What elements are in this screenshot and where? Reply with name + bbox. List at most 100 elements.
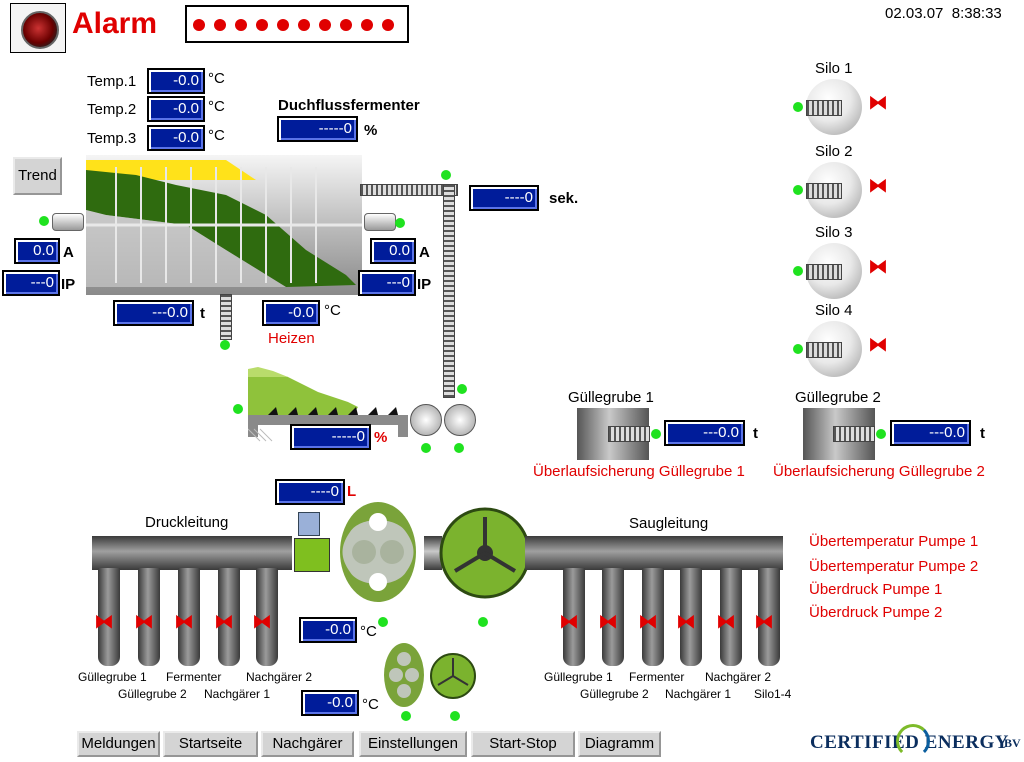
left-motor-icon: [52, 213, 84, 231]
silo3-auger-icon: [806, 264, 842, 280]
saug-valve-icon[interactable]: ⧓: [598, 611, 618, 633]
right-ip-unit: IP: [417, 276, 432, 293]
temp3-value: -0.0: [147, 125, 205, 151]
druck-valve-icon[interactable]: ⧓: [214, 611, 234, 633]
logo-suffix: BV: [1004, 736, 1021, 750]
volume-value: ----0: [275, 479, 345, 505]
silo4-auger-icon: [806, 342, 842, 358]
heat-temp-unit: °C: [324, 302, 341, 319]
druck-valve-icon[interactable]: ⧓: [134, 611, 154, 633]
temp3-unit: °C: [208, 127, 225, 144]
nav-start-stop[interactable]: Start-Stop: [471, 731, 575, 757]
silo4-indicator: [793, 344, 803, 354]
small-pump2-indicator: [450, 711, 460, 721]
druck-valve-icon[interactable]: ⧓: [252, 611, 272, 633]
guellegrube1-overflow-alarm: Überlaufsicherung Güllegrube 1: [533, 463, 745, 480]
discharge-indicator: [220, 340, 230, 350]
flow-unit: %: [364, 122, 378, 139]
saug-outlet-fermenter: Fermenter: [629, 670, 685, 684]
alarm-dot: [361, 19, 373, 31]
flow-meter-icon: [298, 512, 320, 536]
guellegrube1-auger-icon: [608, 426, 650, 442]
flow-meter-body-icon: [294, 538, 330, 572]
druck-outlet-pipe: [138, 568, 160, 666]
saug-outlet-pipe: [563, 568, 585, 666]
nav-einstellungen[interactable]: Einstellungen: [359, 731, 467, 757]
company-logo: CERTIFIED ENERGY BV: [810, 722, 1022, 762]
feeder-level-unit: %: [374, 429, 388, 446]
temp1-value: -0.0: [147, 68, 205, 94]
silo1-valve-icon[interactable]: ⧓: [868, 92, 888, 114]
temp2-value: -0.0: [147, 96, 205, 122]
left-ip-value: ---0: [2, 270, 60, 296]
nav-meldungen[interactable]: Meldungen: [77, 731, 160, 757]
guellegrube2-overflow-alarm: Überlaufsicherung Güllegrube 2: [773, 463, 985, 480]
saug-outlet-pipe: [680, 568, 702, 666]
flow-value: -----0: [277, 116, 358, 142]
saug-outlet-guellegrube2: Güllegrube 2: [580, 687, 649, 701]
silo2-indicator: [793, 185, 803, 195]
nav-nachgaerer[interactable]: Nachgärer: [261, 731, 354, 757]
druck-outlet-pipe: [98, 568, 120, 666]
left-current-value: 0.0: [14, 238, 60, 264]
guellegrube1-unit: t: [753, 425, 758, 442]
pump1-temp-value: -0.0: [299, 617, 357, 643]
small-pump1-indicator: [401, 711, 411, 721]
alarm-dot: [214, 19, 226, 31]
feeder-roller-1-icon: [410, 404, 442, 436]
saug-outlet-pipe: [758, 568, 780, 666]
logo-leaf-icon: [896, 724, 930, 758]
saug-valve-icon[interactable]: ⧓: [638, 611, 658, 633]
saug-outlet-nachgaerer2: Nachgärer 2: [705, 670, 772, 684]
silo3-valve-icon[interactable]: ⧓: [868, 256, 888, 278]
temp1-unit: °C: [208, 70, 225, 87]
fermenter-tank: [86, 155, 362, 295]
saug-outlet-pipe: [602, 568, 624, 666]
nav-diagramm[interactable]: Diagramm: [578, 731, 661, 757]
silo3-indicator: [793, 266, 803, 276]
conveyor-bottom-indicator: [457, 384, 467, 394]
alarm-dot: [256, 19, 268, 31]
alarm-overpressure-pump2: Überdruck Pumpe 2: [809, 604, 943, 621]
conveyor-top-indicator: [441, 170, 451, 180]
heat-temp-value: -0.0: [262, 300, 320, 326]
saug-valve-icon[interactable]: ⧓: [676, 611, 696, 633]
volume-unit: L: [347, 483, 357, 500]
pump2-temp-value: -0.0: [301, 690, 359, 716]
nav-startseite[interactable]: Startseite: [163, 731, 258, 757]
silo2-label: Silo 2: [815, 143, 853, 160]
silo2-valve-icon[interactable]: ⧓: [868, 175, 888, 197]
temp2-label: Temp.2: [87, 101, 137, 118]
druck-outlet-pipe: [178, 568, 200, 666]
saug-valve-icon[interactable]: ⧓: [716, 611, 736, 633]
alarm-dot: [235, 19, 247, 31]
guellegrube2-indicator: [876, 429, 886, 439]
guellegrube2-label: Güllegrube 2: [795, 389, 881, 406]
druck-outlet-fermenter: Fermenter: [166, 670, 222, 684]
druckleitung-label: Druckleitung: [145, 514, 229, 531]
right-motor-indicator: [395, 218, 405, 228]
pump1-indicator: [378, 617, 388, 627]
alarm-dot: [298, 19, 310, 31]
lobe-pump-1-icon: [340, 502, 416, 602]
silo4-valve-icon[interactable]: ⧓: [868, 334, 888, 356]
right-motor-icon: [364, 213, 396, 231]
pump2-temp-unit: °C: [362, 696, 379, 713]
druck-valve-icon[interactable]: ⧓: [94, 611, 114, 633]
feed-conveyor-vertical: [443, 184, 455, 398]
alarm-lamp-icon: [21, 11, 59, 49]
right-ip-value: ---0: [358, 270, 416, 296]
guellegrube1-indicator: [651, 429, 661, 439]
pump2-indicator: [478, 617, 488, 627]
druck-outlet-pipe: [218, 568, 240, 666]
alarm-lamp-frame[interactable]: [10, 3, 66, 53]
trend-button[interactable]: Trend: [13, 157, 62, 195]
druck-outlet-pipe: [256, 568, 278, 666]
guellegrube2-value: ---0.0: [890, 420, 971, 446]
saug-valve-icon[interactable]: ⧓: [754, 611, 774, 633]
saug-valve-icon[interactable]: ⧓: [559, 611, 579, 633]
pump-coupling: [424, 536, 442, 570]
right-current-value: 0.0: [370, 238, 416, 264]
druck-outlet-nachgaerer1: Nachgärer 1: [204, 687, 271, 701]
druck-valve-icon[interactable]: ⧓: [174, 611, 194, 633]
